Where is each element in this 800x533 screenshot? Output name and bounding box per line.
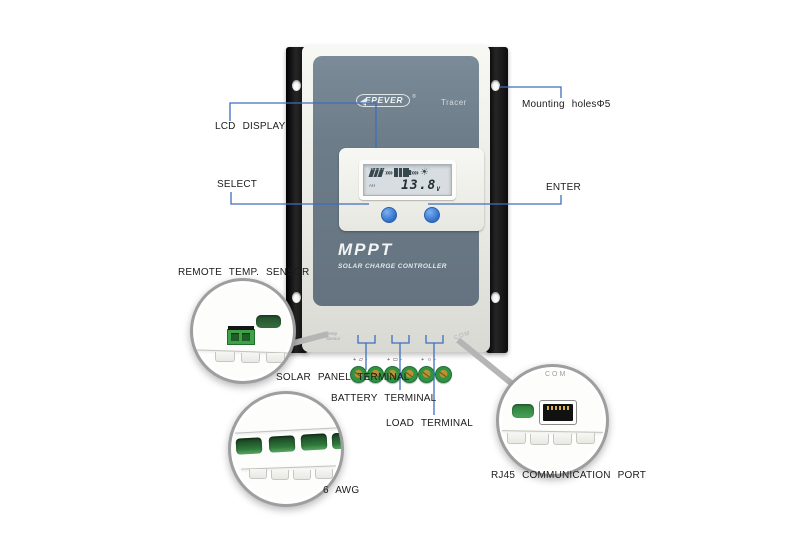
lcd-display: »» »» ☀ AH 13.8V [359,160,456,200]
wire-entry-hole [235,437,263,455]
series-title: MPPT SOLAR CHARGE CONTROLLER [338,240,447,274]
callout-remote-temp-sensor: REMOTE TEMP. SENSOR [178,267,310,278]
callout-lcd-display: LCD DISPLAY [215,121,286,132]
temp-sensor-print: Temp Sensor [326,331,341,341]
flow-arrows-icon: »» [385,168,393,177]
rj45-zoom-circle: COM [496,364,609,477]
enter-button[interactable] [424,207,440,223]
flow-arrows-icon: »» [410,168,419,177]
battery-legend-icon: ▭ [392,357,398,363]
com-print: COM [453,330,472,342]
load-legend-icon: ☼ [426,357,432,363]
epever-logo: EPEVER [356,94,411,107]
wire-gauge-zoom-circle [228,391,344,507]
temp-sensor-jack [256,315,281,328]
mounting-hole-bottom-right [491,292,500,303]
com-indicator [512,404,534,418]
battery-icon [393,168,411,177]
callout-solar-terminal: SOLAR PANEL TERMINAL [276,372,410,383]
load-terminal-legend: + ☼ - [421,357,437,363]
controller-faceplate: EPEVER ® Tracer »» »» ☀ AH 13 [302,45,490,383]
com-zoom-label: COM [545,371,568,378]
load-terminal-negative [435,366,452,383]
registered-mark: ® [412,94,416,100]
rj45-port [539,400,577,425]
front-panel: EPEVER ® Tracer »» »» ☀ AH 13 [313,56,484,306]
mounting-hole-bottom-left [292,292,301,303]
load-lamp-icon: ☀ [419,167,429,178]
callout-rj45: RJ45 COMMUNICATION PORT [491,470,647,481]
display-panel: »» »» ☀ AH 13.8V [339,148,484,231]
callout-load-terminal: LOAD TERMINAL [386,418,473,429]
model-name: Tracer [441,98,467,107]
lcd-voltage-readout: 13.8V [401,178,441,193]
wire-entry-hole [300,433,328,451]
callout-wire-gauge: 6 AWG [323,485,360,496]
lcd-aux-text: AH [369,183,376,188]
wire-entry-hole [331,432,341,450]
lcd-screen: »» »» ☀ AH 13.8V [363,164,452,196]
callout-select: SELECT [217,179,258,190]
callout-enter: ENTER [546,182,581,193]
brand-logo: EPEVER ® [356,94,416,107]
enter-button-label: ENTER [413,166,432,171]
battery-terminal-legend: + ▭ - [387,357,403,363]
select-button[interactable] [381,207,397,223]
mounting-hole-top-right [491,80,500,91]
wire-entry-hole [268,435,296,453]
mounting-holes-leader [499,86,562,98]
rj45-pins [547,406,571,410]
mounting-hole-top-left [292,80,301,91]
temp-sensor-zoom-circle [190,278,296,384]
lcd-status-icons: »» »» ☀ [368,167,429,178]
lcd-voltage-unit: V [436,186,441,193]
select-button-label: SELECT [368,166,390,171]
temp-sensor-terminal-block [227,326,255,345]
callout-mounting-holes: Mounting holesΦ5 [522,99,611,110]
callout-battery-terminal: BATTERY TERMINAL [331,393,437,404]
series-subtitle: SOLAR CHARGE CONTROLLER [338,263,447,270]
load-terminal-positive [418,366,435,383]
solar-terminal-legend: + ▱ - [353,357,368,363]
solar-legend-icon: ▱ [358,357,363,363]
mppt-title: MPPT [338,240,394,259]
